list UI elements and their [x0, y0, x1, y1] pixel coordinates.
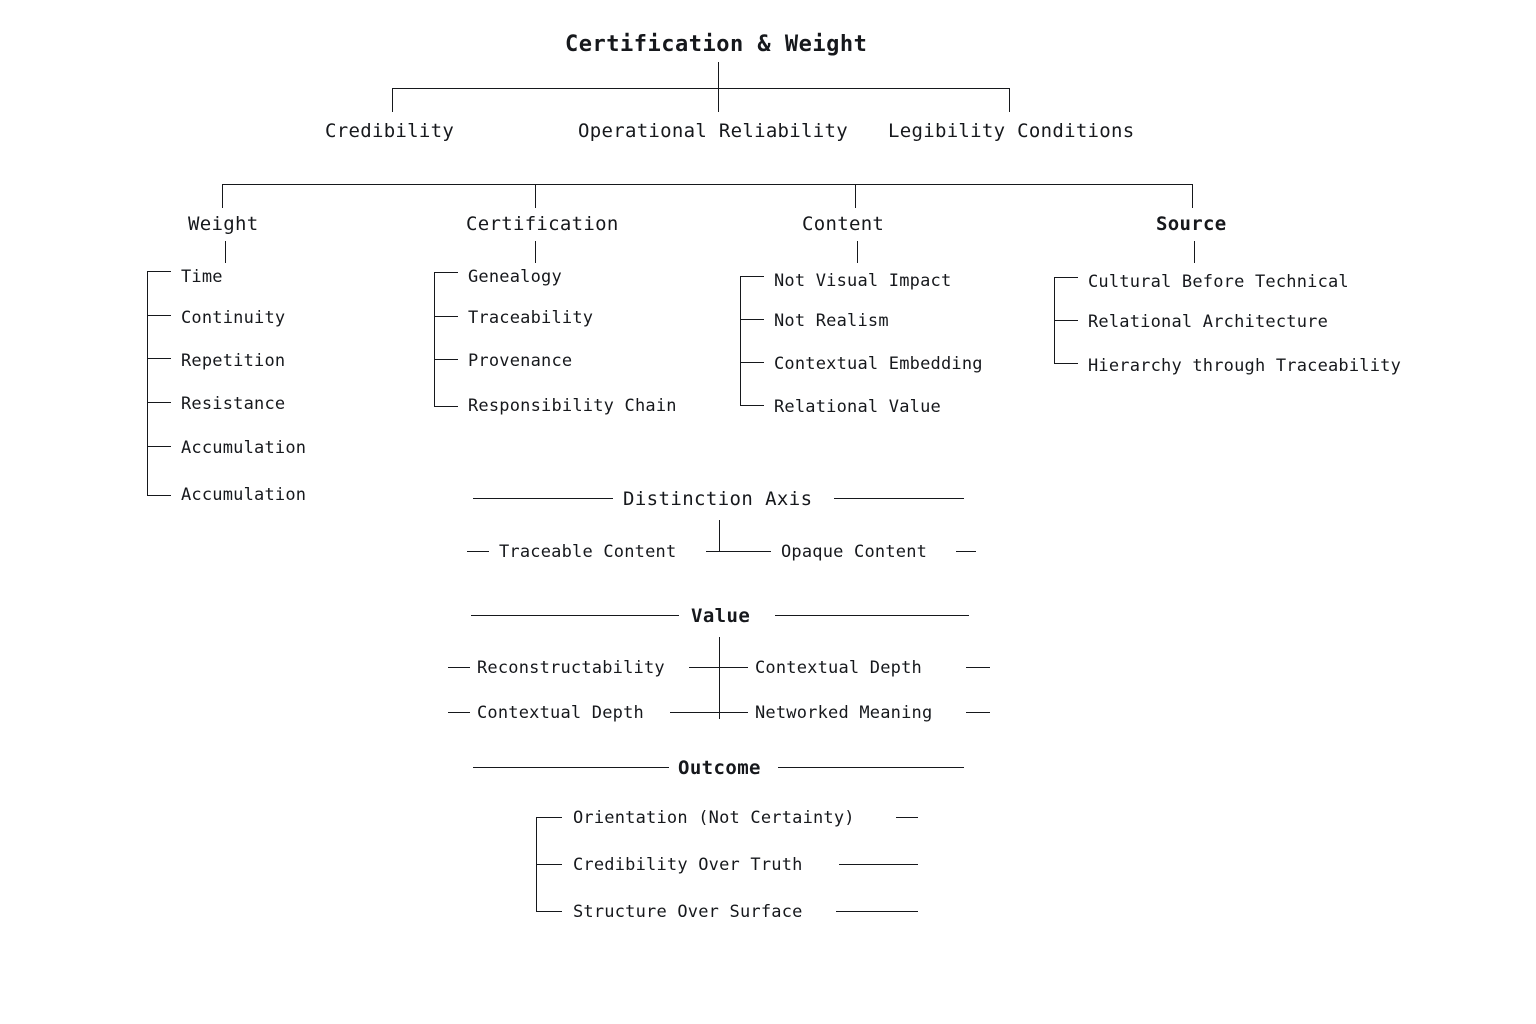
- bracket-stub-outcome-0: [536, 817, 562, 818]
- row-connector-value-1: [670, 712, 748, 713]
- column-stem-source: [1194, 241, 1195, 263]
- level2-drop-certification: [535, 184, 536, 208]
- level1-item-operational-reliability: Operational Reliability: [578, 120, 848, 142]
- bracket-stub-weight-3: [147, 402, 171, 403]
- section-header-outcome: Outcome: [678, 757, 761, 779]
- section-spine-value: [719, 637, 720, 719]
- level1-drop-legibility-conditions: [1009, 88, 1010, 112]
- title-stem-connector: [718, 62, 719, 88]
- bracket-stub-certification-3: [434, 406, 458, 407]
- outcome-item: Orientation (Not Certainty): [573, 808, 855, 828]
- section-spine-distinction-axis: [719, 520, 720, 551]
- section-rule-left-distinction-axis: [473, 498, 613, 499]
- bracket-stub-weight-5: [147, 495, 171, 496]
- section-rule-left-outcome: [473, 767, 669, 768]
- level2-drop-content: [855, 184, 856, 208]
- row-dash-right-value-1: [966, 712, 990, 713]
- leaf-item: Accumulation: [181, 485, 307, 505]
- leaf-item: Time: [181, 267, 223, 287]
- level1-item-credibility: Credibility: [325, 120, 455, 142]
- level1-drop-operational-reliability: [718, 88, 719, 112]
- row-dash-left-value-0: [448, 667, 470, 668]
- bracket-stub-content-2: [740, 362, 764, 363]
- bracket-stub-weight-0: [147, 271, 171, 272]
- level2-horizontal-bar: [222, 184, 1193, 185]
- leaf-item: Genealogy: [468, 267, 562, 287]
- bracket-spine-weight: [147, 271, 148, 496]
- row-dash-right-distinction-0: [956, 551, 976, 552]
- leaf-item: Responsibility Chain: [468, 396, 677, 416]
- leaf-item: Hierarchy through Traceability: [1088, 356, 1402, 376]
- level2-drop-source: [1192, 184, 1193, 208]
- bracket-stub-certification-1: [434, 316, 458, 317]
- column-stem-certification: [535, 241, 536, 263]
- level1-horizontal-bar: [392, 88, 1010, 89]
- bracket-stub-outcome-1: [536, 864, 562, 865]
- bracket-spine-certification: [434, 272, 435, 407]
- section-rule-right-distinction-axis: [834, 498, 964, 499]
- section-header-value: Value: [691, 605, 751, 627]
- leaf-item: Relational Value: [774, 397, 941, 417]
- leaf-item: Provenance: [468, 351, 573, 371]
- bracket-spine-content: [740, 276, 741, 405]
- column-header-certification: Certification: [466, 213, 619, 235]
- bracket-stub-source-1: [1054, 320, 1078, 321]
- leaf-item: Traceability: [468, 308, 594, 328]
- leaf-item: Resistance: [181, 394, 286, 414]
- level1-drop-credibility: [392, 88, 393, 112]
- column-header-weight: Weight: [188, 213, 259, 235]
- leaf-item: Continuity: [181, 308, 286, 328]
- bracket-stub-certification-0: [434, 272, 458, 273]
- outcome-item: Credibility Over Truth: [573, 855, 803, 875]
- bracket-stub-weight-1: [147, 315, 171, 316]
- leaf-item: Relational Architecture: [1088, 312, 1329, 332]
- outcome-trailing-rule-0: [896, 817, 918, 818]
- section-rule-left-value: [471, 615, 679, 616]
- bracket-stub-content-3: [740, 405, 764, 406]
- row-item-right: Opaque Content: [781, 542, 928, 562]
- bracket-stub-source-0: [1054, 277, 1078, 278]
- row-item-left: Reconstructability: [477, 658, 665, 678]
- bracket-stub-content-0: [740, 276, 764, 277]
- leaf-item: Not Realism: [774, 311, 889, 331]
- column-header-content: Content: [802, 213, 885, 235]
- row-item-right: Networked Meaning: [755, 703, 933, 723]
- row-connector-value-0: [689, 667, 748, 668]
- row-item-left: Traceable Content: [499, 542, 677, 562]
- outcome-trailing-rule-2: [836, 911, 918, 912]
- leaf-item: Cultural Before Technical: [1088, 272, 1349, 292]
- row-item-right: Contextual Depth: [755, 658, 922, 678]
- level2-drop-weight: [222, 184, 223, 208]
- outcome-trailing-rule-1: [839, 864, 918, 865]
- bracket-stub-weight-4: [147, 446, 171, 447]
- row-dash-left-distinction-0: [467, 551, 489, 552]
- column-header-source: Source: [1156, 213, 1227, 235]
- bracket-stub-certification-2: [434, 359, 458, 360]
- leaf-item: Accumulation: [181, 438, 307, 458]
- leaf-item: Not Visual Impact: [774, 271, 952, 291]
- level1-item-legibility-conditions: Legibility Conditions: [888, 120, 1135, 142]
- bracket-stub-content-1: [740, 319, 764, 320]
- row-dash-right-value-0: [966, 667, 990, 668]
- section-rule-right-value: [775, 615, 969, 616]
- bracket-stub-source-2: [1054, 363, 1078, 364]
- column-stem-weight: [225, 241, 226, 263]
- outcome-item: Structure Over Surface: [573, 902, 803, 922]
- leaf-item: Repetition: [181, 351, 286, 371]
- leaf-item: Contextual Embedding: [774, 354, 983, 374]
- section-header-distinction-axis: Distinction Axis: [623, 488, 813, 510]
- section-rule-right-outcome: [778, 767, 964, 768]
- row-item-left: Contextual Depth: [477, 703, 644, 723]
- column-stem-content: [857, 241, 858, 263]
- bracket-stub-outcome-2: [536, 911, 562, 912]
- diagram-title: Certification & Weight: [565, 32, 868, 57]
- bracket-stub-weight-2: [147, 358, 171, 359]
- row-dash-left-value-1: [448, 712, 470, 713]
- row-connector-distinction-0: [706, 551, 771, 552]
